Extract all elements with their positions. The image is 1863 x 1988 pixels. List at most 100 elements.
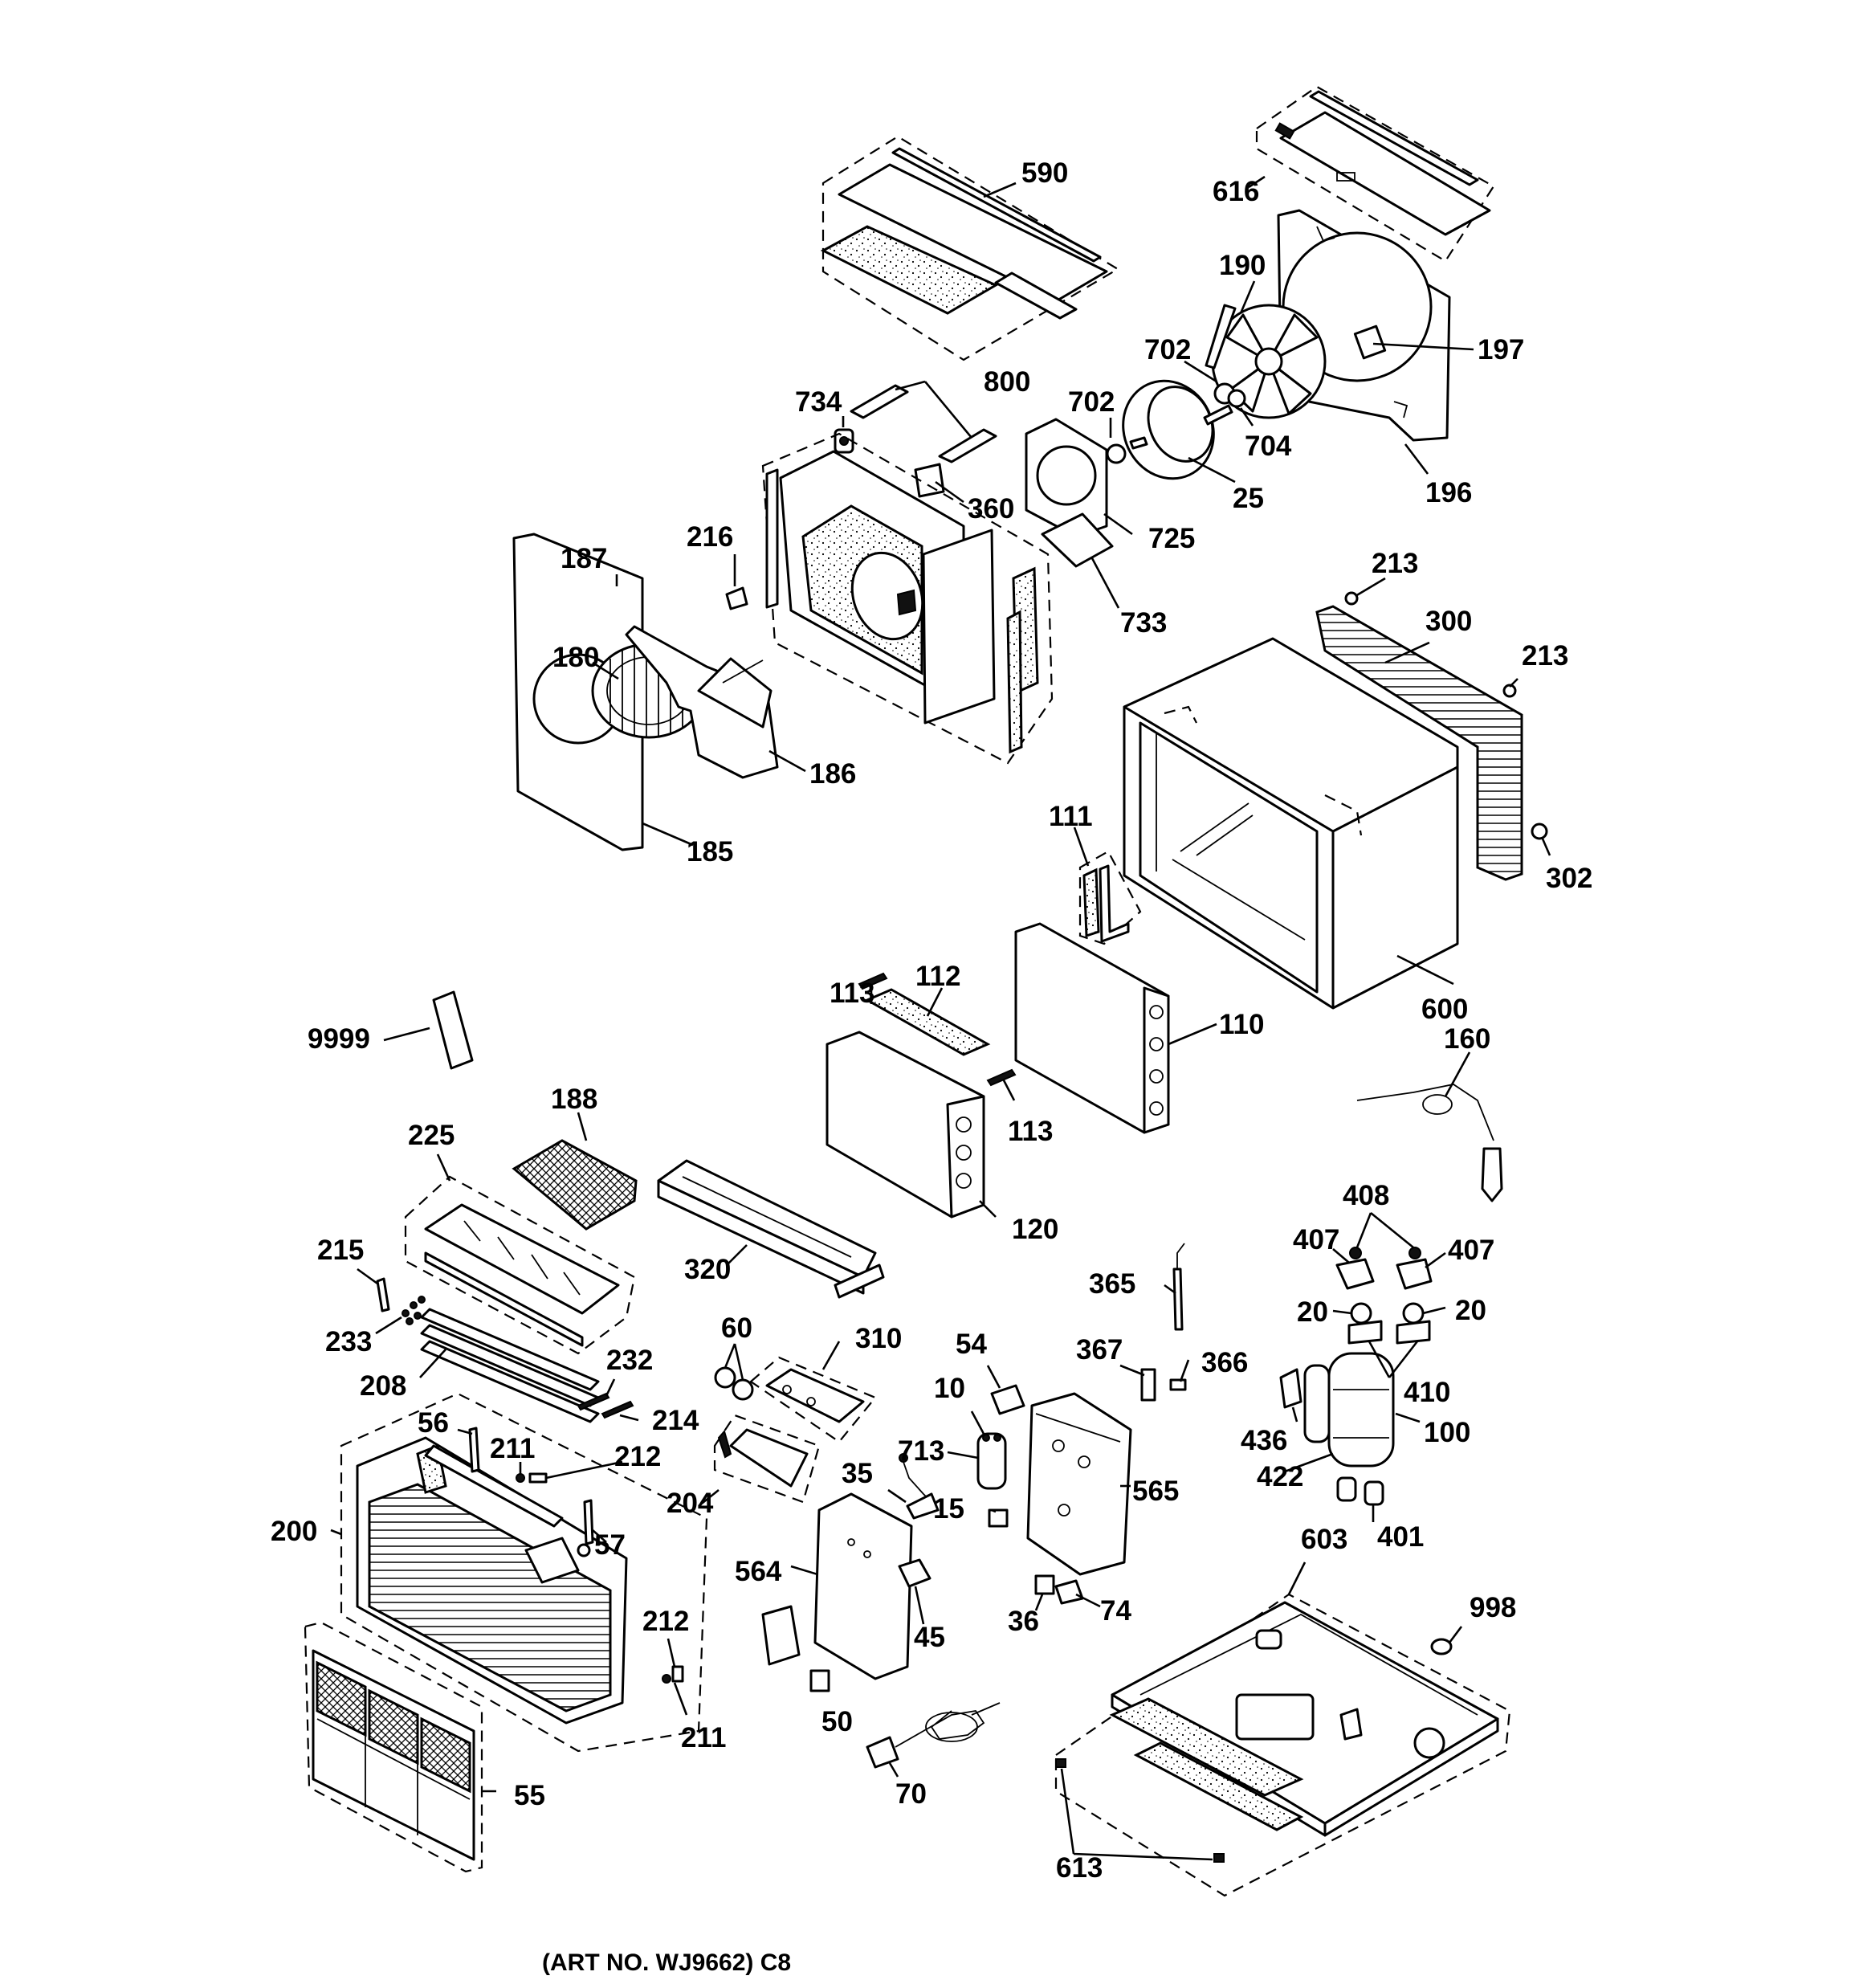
label-113-lower: 113 bbox=[1008, 1116, 1053, 1147]
part-998-plug bbox=[1430, 1638, 1453, 1655]
part-74-clamp bbox=[1054, 1579, 1084, 1605]
part-190-fan-blade bbox=[1205, 304, 1327, 419]
part-600-cabinet bbox=[1123, 637, 1459, 1010]
label-180: 180 bbox=[552, 642, 599, 673]
part-200-front-panel bbox=[340, 1392, 708, 1753]
part-center-partition bbox=[761, 432, 1054, 765]
label-407-right: 407 bbox=[1448, 1235, 1494, 1266]
part-401-422-grommets bbox=[1336, 1476, 1384, 1506]
label-310: 310 bbox=[855, 1323, 902, 1354]
label-367: 367 bbox=[1076, 1334, 1123, 1365]
part-800-brackets bbox=[850, 384, 997, 463]
label-565: 565 bbox=[1132, 1476, 1179, 1507]
part-302-plug bbox=[1531, 823, 1548, 840]
label-25: 25 bbox=[1233, 483, 1264, 514]
label-111: 111 bbox=[1049, 801, 1093, 832]
label-302: 302 bbox=[1546, 863, 1592, 894]
label-422: 422 bbox=[1257, 1461, 1303, 1492]
label-110: 110 bbox=[1219, 1009, 1264, 1040]
part-15-thermostat bbox=[988, 1508, 1009, 1528]
label-54: 54 bbox=[956, 1329, 987, 1360]
leader-lines bbox=[330, 175, 1551, 1861]
part-211-screws bbox=[516, 1473, 671, 1684]
label-733: 733 bbox=[1120, 607, 1167, 639]
label-225: 225 bbox=[408, 1120, 455, 1151]
label-365: 365 bbox=[1089, 1268, 1135, 1300]
part-36-relay bbox=[1034, 1574, 1055, 1595]
label-10: 10 bbox=[934, 1373, 965, 1404]
part-214-clips bbox=[601, 1400, 634, 1419]
label-36: 36 bbox=[1008, 1606, 1039, 1637]
part-565-compressor-box bbox=[1026, 1392, 1132, 1576]
label-100: 100 bbox=[1424, 1417, 1470, 1448]
label-56: 56 bbox=[418, 1407, 449, 1439]
part-110-condenser-coil bbox=[1014, 922, 1170, 1134]
label-50: 50 bbox=[821, 1706, 853, 1737]
label-208: 208 bbox=[360, 1370, 406, 1402]
label-407-left: 407 bbox=[1293, 1224, 1339, 1255]
part-603-base-pan bbox=[1054, 1593, 1511, 1897]
part-57-rod bbox=[577, 1499, 594, 1557]
label-216: 216 bbox=[687, 521, 733, 553]
label-702-upper: 702 bbox=[1144, 334, 1191, 365]
part-613-pads bbox=[1055, 1758, 1225, 1863]
label-45: 45 bbox=[914, 1622, 945, 1653]
label-20-left: 20 bbox=[1297, 1296, 1328, 1328]
part-360-clip bbox=[914, 463, 945, 498]
part-60-knobs bbox=[714, 1366, 754, 1401]
part-186-scroll bbox=[625, 625, 779, 779]
label-436: 436 bbox=[1241, 1425, 1287, 1456]
label-120: 120 bbox=[1012, 1214, 1058, 1245]
label-702-lower: 702 bbox=[1068, 386, 1115, 418]
label-590: 590 bbox=[1021, 157, 1068, 189]
part-436-tube bbox=[1279, 1368, 1302, 1409]
label-725: 725 bbox=[1148, 523, 1195, 554]
part-702-704-washers bbox=[1106, 382, 1246, 464]
part-100-compressor bbox=[1303, 1352, 1395, 1468]
part-225-louver-assembly bbox=[404, 1175, 636, 1355]
part-300-rear-grille bbox=[1315, 605, 1523, 881]
part-215-rod bbox=[376, 1277, 390, 1312]
part-310-control-plate bbox=[749, 1356, 877, 1443]
part-725-motor-mount bbox=[1025, 418, 1114, 568]
label-410: 410 bbox=[1404, 1377, 1450, 1408]
part-10-capacitor bbox=[976, 1432, 1007, 1490]
part-55-filter bbox=[304, 1621, 483, 1873]
label-190: 190 bbox=[1219, 250, 1266, 281]
part-232-clips bbox=[577, 1392, 610, 1411]
label-713: 713 bbox=[898, 1435, 944, 1467]
part-50-switch bbox=[809, 1669, 830, 1692]
label-800: 800 bbox=[984, 366, 1030, 398]
label-734: 734 bbox=[795, 386, 842, 418]
part-45-plug bbox=[898, 1558, 932, 1588]
part-111-bracket bbox=[1078, 850, 1142, 945]
label-214: 214 bbox=[652, 1405, 699, 1436]
label-185: 185 bbox=[687, 836, 733, 867]
label-160: 160 bbox=[1444, 1023, 1490, 1055]
label-60: 60 bbox=[721, 1312, 752, 1344]
label-213-left: 213 bbox=[1372, 548, 1418, 579]
label-197: 197 bbox=[1478, 334, 1524, 365]
label-360: 360 bbox=[968, 493, 1014, 525]
label-186: 186 bbox=[809, 758, 856, 790]
label-211-upper: 211 bbox=[490, 1433, 535, 1464]
label-300: 300 bbox=[1425, 606, 1472, 637]
label-196: 196 bbox=[1425, 477, 1472, 508]
part-160-sensor bbox=[1356, 1084, 1503, 1202]
part-70-power-cord bbox=[866, 1702, 1001, 1769]
part-320-base-pan bbox=[657, 1159, 885, 1299]
label-187: 187 bbox=[561, 543, 607, 574]
label-200: 200 bbox=[271, 1516, 317, 1547]
label-20-right: 20 bbox=[1455, 1295, 1486, 1326]
part-616-bracket-kit bbox=[1255, 85, 1495, 263]
part-204-control-board bbox=[713, 1414, 821, 1504]
label-113-upper: 113 bbox=[830, 978, 874, 1009]
part-56-rod bbox=[468, 1427, 480, 1473]
part-208-vanes bbox=[420, 1308, 600, 1423]
part-216-clip bbox=[725, 586, 748, 610]
label-232: 232 bbox=[606, 1345, 653, 1376]
label-215: 215 bbox=[317, 1235, 364, 1266]
label-188: 188 bbox=[551, 1084, 597, 1115]
label-233: 233 bbox=[325, 1326, 372, 1357]
